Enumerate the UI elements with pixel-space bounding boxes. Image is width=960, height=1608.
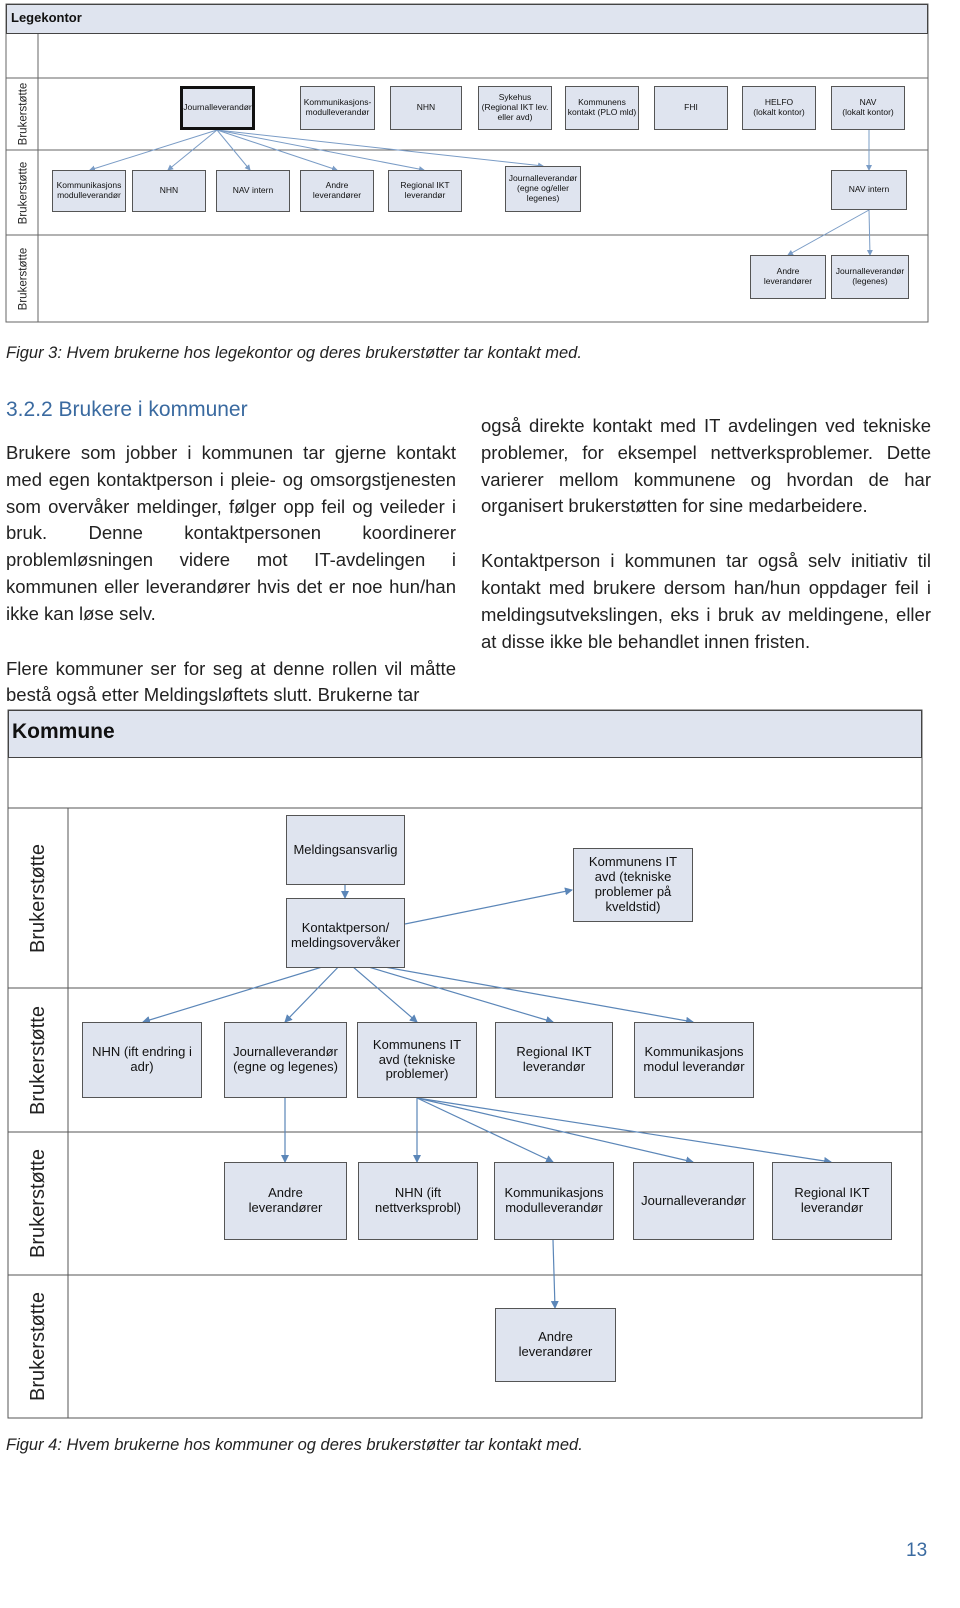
figure4-header: [8, 710, 922, 758]
fig4-box-kontaktperson: Kontaktperson/ meldingsovervåker: [286, 898, 405, 968]
fig4-box-meldingsansvarlig: Meldingsansvarlig: [286, 815, 405, 885]
figure3-header: [6, 4, 928, 34]
fig4-box-nhn-endring: NHN (ift endring i adr): [82, 1022, 202, 1098]
fig3-box-nav: NAV (lokalt kontor): [831, 86, 905, 130]
fig4-box-regional-ikt-2: Regional IKT leverandør: [772, 1162, 892, 1240]
fig3-box-journalleverandor: Journalleverandør: [180, 86, 255, 130]
fig4-box-journalleverandor: Journalleverandør (egne og legenes): [224, 1022, 347, 1098]
left-paragraph-2: Flere kommuner ser for seg at denne roll…: [6, 657, 456, 706]
fig3-box-kommunens-kontakt: Kommunens kontakt (PLO mld): [565, 86, 639, 130]
section-heading: 3.2.2 Brukere i kommuner: [6, 398, 248, 421]
figure4-lane-label-1: Brukerstøtte: [26, 843, 49, 953]
right-column: også direkte kontakt med IT avdelingen v…: [481, 413, 931, 683]
fig4-box-journalleverandor-2: Journalleverandør: [633, 1162, 754, 1240]
figure3-lane-label-1: Brukerstøtte: [17, 82, 30, 146]
fig4-box-nhn-nettverk: NHN (ift nettverksprobl): [358, 1162, 478, 1240]
figure3-title: Legekontor: [11, 10, 82, 25]
fig4-box-kommunikasjons-modulleverandor: Kommunikasjons modulleverandør: [494, 1162, 614, 1240]
fig3-box-journalleverandor-legenes: Journalleverandør (legenes): [831, 255, 909, 299]
figure4-lane-label-2: Brukerstøtte: [26, 1005, 49, 1115]
fig3-box-kommunikasjonsmodul: Kommunikasjons- modulleverandør: [300, 86, 375, 130]
fig4-box-kommunens-it: Kommunens IT avd (tekniske problemer): [357, 1022, 477, 1098]
fig4-box-andre-leverandorer-2: Andre leverandører: [495, 1308, 616, 1382]
fig4-box-regional-ikt: Regional IKT leverandør: [495, 1022, 613, 1098]
fig3-box-nav-intern-2: NAV intern: [831, 170, 907, 210]
figure4-title: Kommune: [12, 720, 115, 743]
figure4-lane-label-3: Brukerstøtte: [26, 1149, 49, 1258]
figure3-lane-label-3: Brukerstøtte: [17, 247, 30, 310]
figure3-caption: Figur 3: Hvem brukerne hos legekontor og…: [6, 344, 582, 362]
right-paragraph-1: også direkte kontakt med IT avdelingen v…: [481, 415, 931, 517]
left-paragraph-1: Brukere som jobber i kommunen tar gjerne…: [6, 442, 456, 624]
figure3-lane-label-2: Brukerstøtte: [17, 161, 30, 224]
figure4-frame: [7, 709, 923, 1419]
fig3-box-andre-leverandorer: Andre leverandører: [300, 170, 374, 212]
fig3-box-nav-intern-1: NAV intern: [216, 170, 290, 212]
fig3-box-kommunikasjonsmodul-2: Kommunikasjons modulleverandør: [52, 170, 126, 212]
fig4-box-andre-leverandorer: Andre leverandører: [224, 1162, 347, 1240]
right-paragraph-2: Kontaktperson i kommunen tar også selv i…: [481, 550, 931, 652]
fig3-box-andre-leverandorer-2: Andre leverandører: [750, 255, 826, 299]
fig3-box-sykehus: Sykehus (Regional IKT lev. eller avd): [478, 86, 552, 130]
fig3-box-regional-ikt: Regional IKT leverandør: [388, 170, 462, 212]
fig3-box-nhn-2: NHN: [132, 170, 206, 212]
fig3-box-journalleverandor-2: Journalleverandør (egne og/eller legenes…: [505, 166, 581, 212]
left-column: Brukere som jobber i kommunen tar gjerne…: [6, 440, 456, 737]
fig3-box-fhi: FHI: [654, 86, 728, 130]
figure4-arrows: [142, 870, 832, 1309]
fig3-box-helfo: HELFO (lokalt kontor): [742, 86, 816, 130]
fig4-box-kommunens-it-kveld: Kommunens IT avd (tekniske problemer på …: [573, 848, 693, 922]
figure4-caption: Figur 4: Hvem brukerne hos kommuner og d…: [6, 1436, 583, 1454]
fig3-box-nhn: NHN: [390, 86, 462, 130]
figure4-lane-label-4: Brukerstøtte: [26, 1292, 49, 1401]
fig4-box-kommunikasjons-modul: Kommunikasjons modul leverandør: [634, 1022, 754, 1098]
page-number: 13: [906, 1540, 928, 1561]
figure3-arrows: [89, 129, 873, 256]
